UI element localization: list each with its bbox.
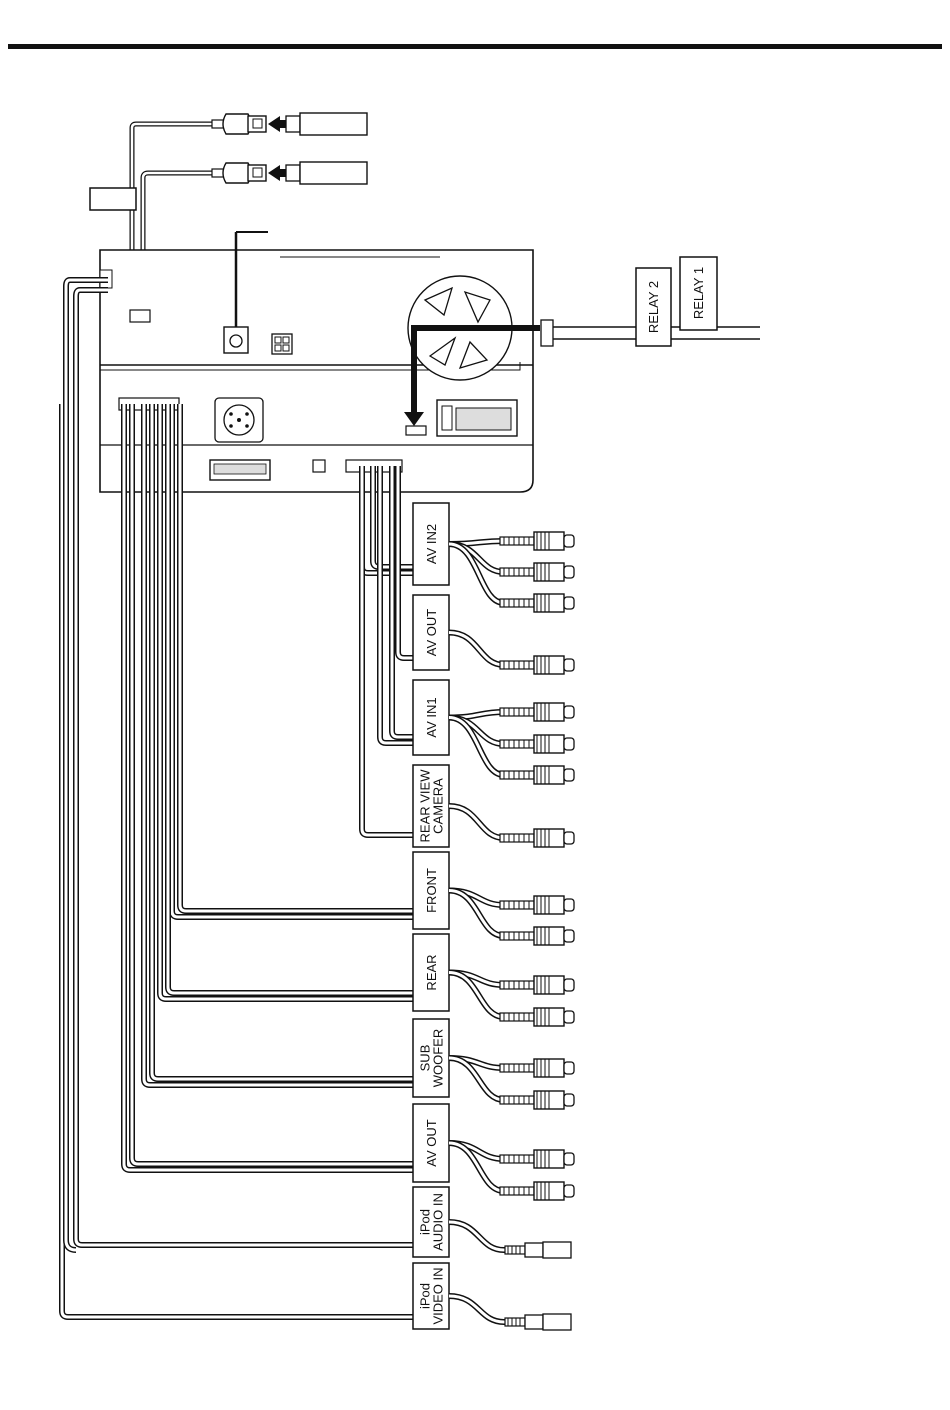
relay-2-box: RELAY 2 [636, 268, 671, 346]
ribbon-connector [210, 460, 270, 480]
rca-plug-icon [500, 1008, 574, 1026]
rca-plug-icon [500, 532, 574, 550]
usb-connector-1 [212, 114, 266, 134]
rca-plug-icon [500, 766, 574, 784]
usb-connector-2 [212, 163, 266, 183]
rca-plug-icon [500, 1059, 574, 1077]
rca-plug-icon [500, 703, 574, 721]
rca-plug-icon [500, 1150, 574, 1168]
rear-label-line: REAR [424, 954, 439, 990]
power-connector [437, 400, 517, 436]
video-harness [62, 404, 413, 1317]
rca-plug-icon [500, 1091, 574, 1109]
av-out-audio-connector: AV OUT [413, 1104, 574, 1200]
rca-plug-icon [500, 594, 574, 612]
av-in1-label-line: AV IN1 [424, 697, 439, 737]
mini-jack-icon [505, 1314, 571, 1330]
cable-label-box [90, 188, 136, 210]
relay-1-label: RELAY 1 [691, 267, 706, 319]
front-label-line: FRONT [424, 868, 439, 913]
rca-plug-icon [500, 976, 574, 994]
usb-stick-icon [286, 113, 367, 184]
rca-plug-icon [500, 656, 574, 674]
relay-2-label: RELAY 2 [646, 281, 661, 333]
av-out-video-label-line: AV OUT [424, 609, 439, 656]
din-connector [215, 398, 263, 442]
ipod-video-in-label-line: VIDEO IN [431, 1267, 446, 1324]
rca-plug-icon [500, 896, 574, 914]
small-connector [272, 334, 292, 354]
rca-plug-icon [500, 927, 574, 945]
rear-connector: REAR [413, 934, 574, 1026]
rca-plug-icon [500, 735, 574, 753]
rca-plug-icon [500, 1182, 574, 1200]
ipod-audio-in-label-line: AUDIO IN [431, 1193, 446, 1251]
header-rule [8, 44, 942, 49]
av-out-audio-label-line: AV OUT [424, 1119, 439, 1166]
rca-plug-icon [500, 563, 574, 581]
rear-view-camera-label-line: CAMERA [431, 778, 446, 834]
av-in2-label-line: AV IN2 [424, 524, 439, 564]
mini-jack-icon [505, 1242, 571, 1258]
front-connector: FRONT [413, 852, 574, 945]
rca-plug-icon [500, 829, 574, 847]
sub-woofer-label-line: WOOFER [431, 1029, 446, 1088]
relay-1-box: RELAY 1 [680, 257, 717, 330]
